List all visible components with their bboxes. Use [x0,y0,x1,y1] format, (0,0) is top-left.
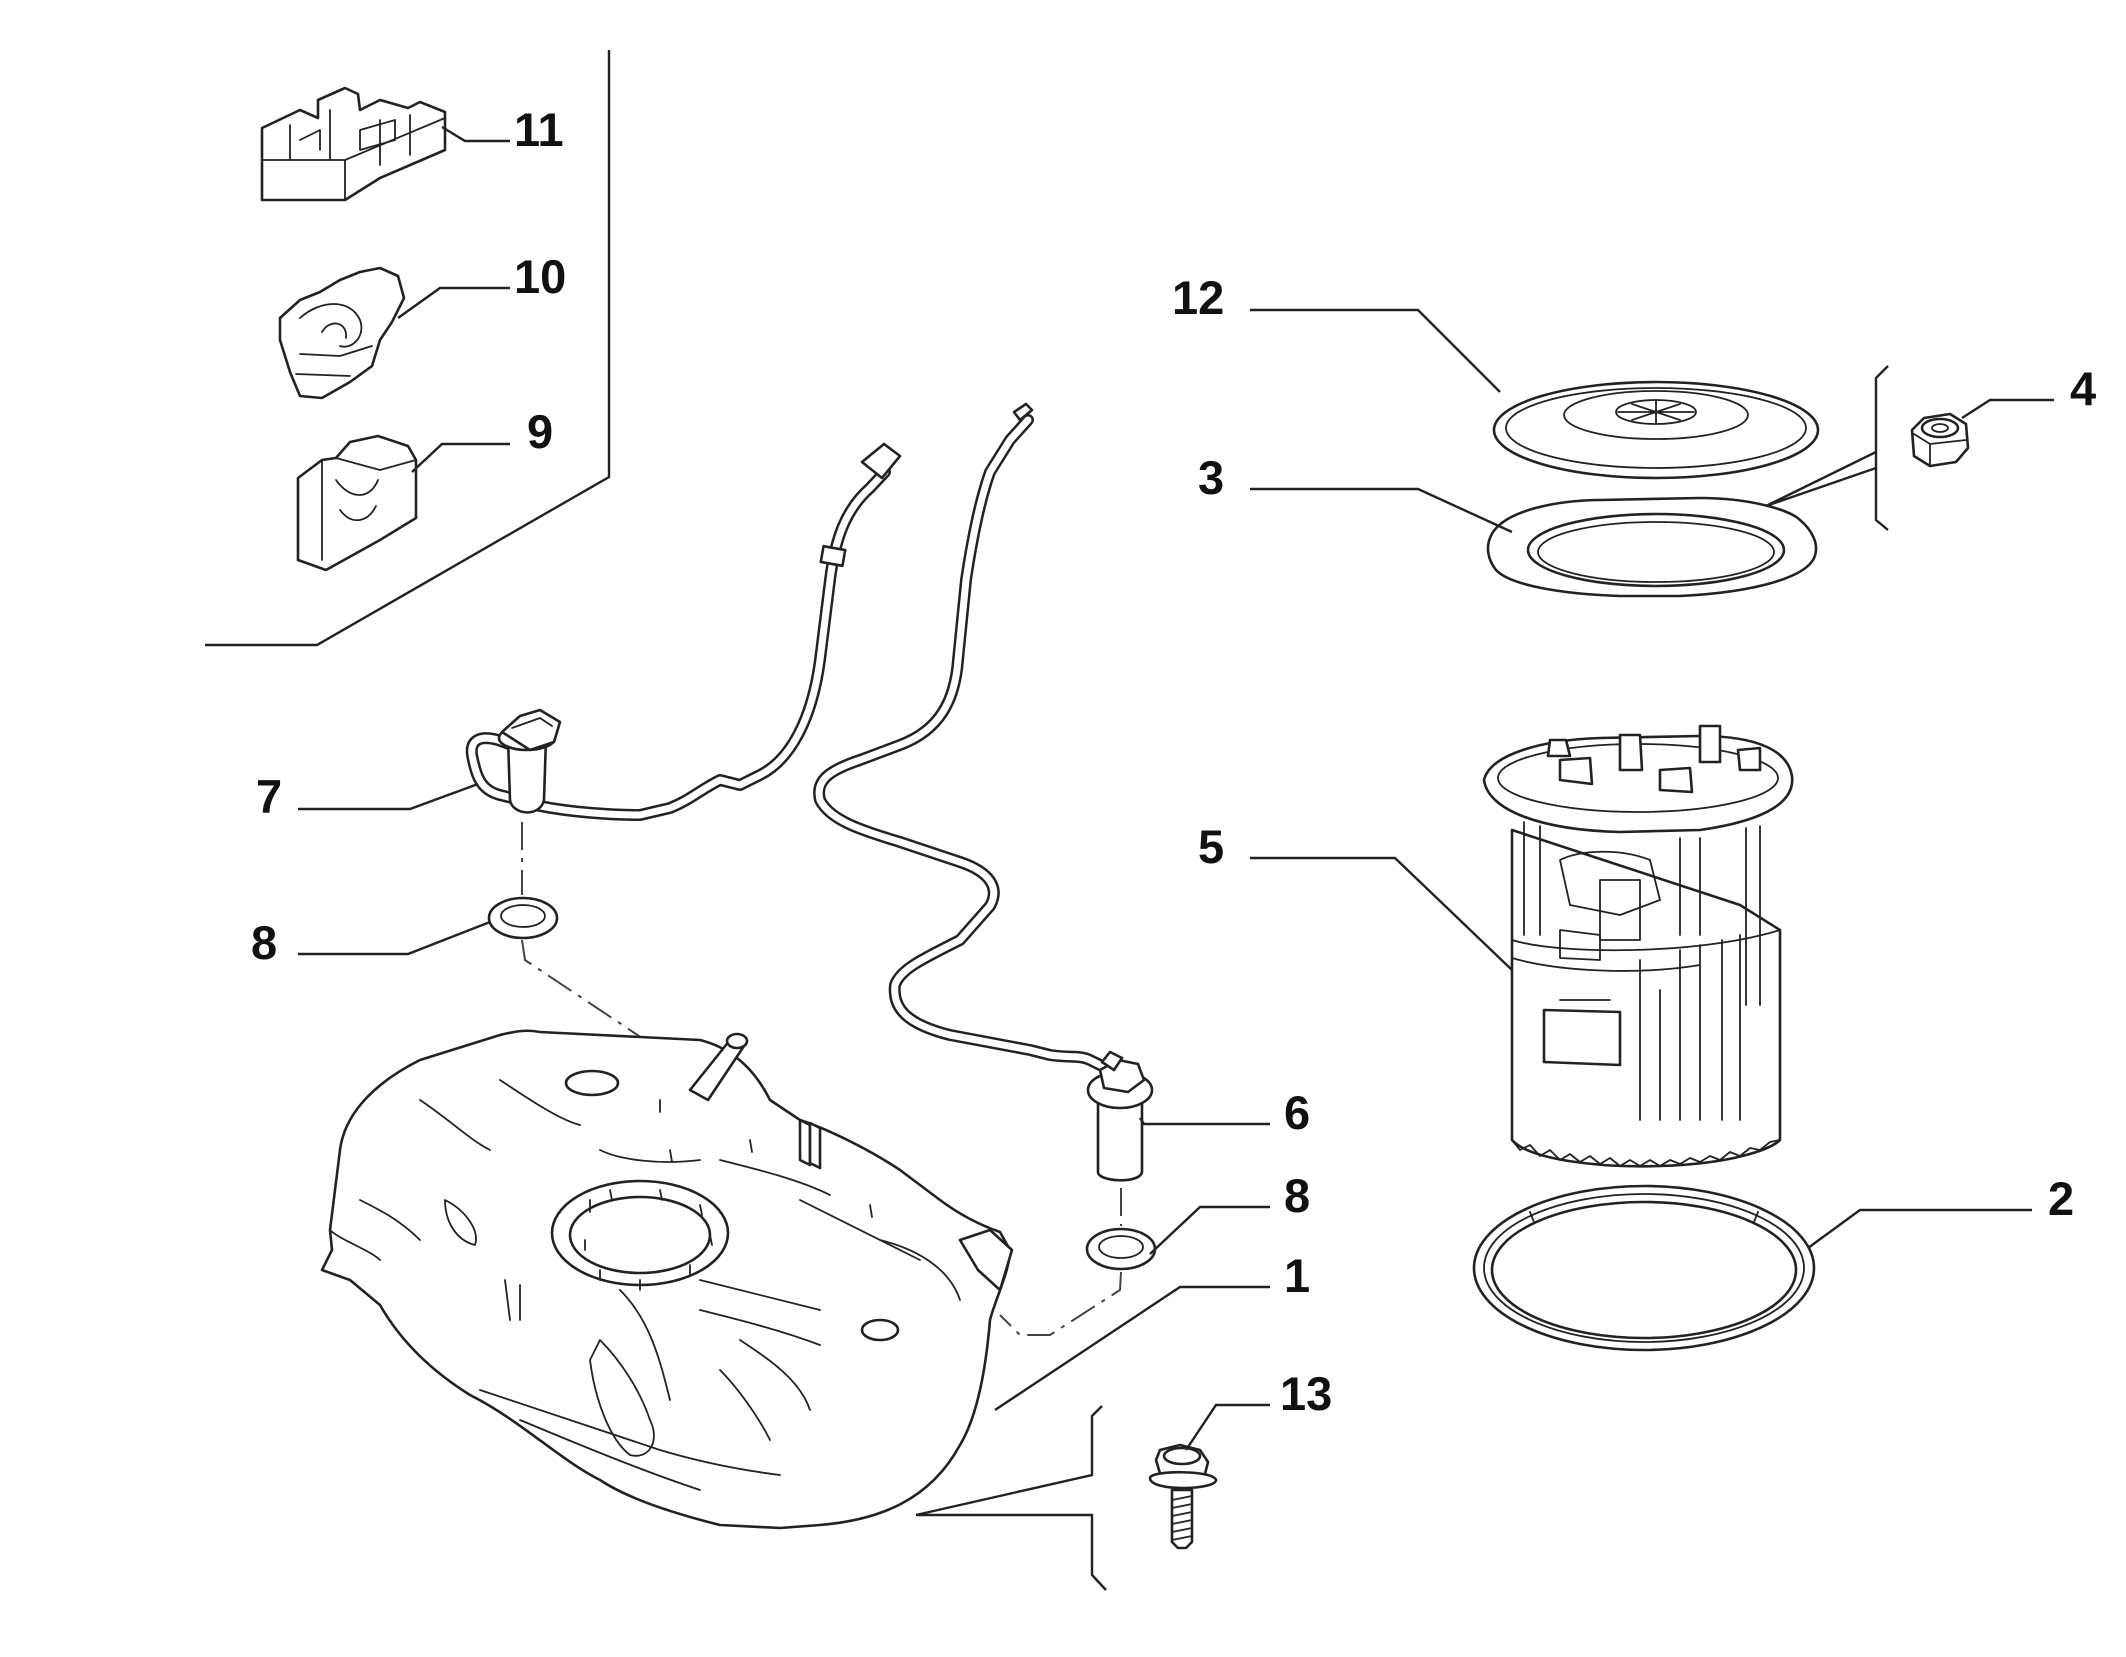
callout-10: 10 [514,250,566,303]
callout-1: 1 [1284,1249,1310,1302]
callout-5: 5 [1198,820,1224,873]
part-4-bracket [1765,365,1889,531]
part-4-nut [1910,412,1970,468]
part-7-fuel-line [465,442,902,821]
callout-3: 3 [1198,451,1224,504]
callout-7: 7 [256,770,282,823]
part-5-fuel-pump-module [1482,724,1794,1168]
part-12-flange-cover [1492,380,1820,480]
callout-labels: 11 10 9 7 8 6 8 1 13 12 3 5 2 4 [251,103,2096,1420]
clip-inset-frame [205,50,611,647]
part-1-fuel-tank [320,1029,1014,1530]
part-6-level-sender [1086,1050,1154,1182]
callout-12: 12 [1172,271,1224,324]
callout-9: 9 [527,405,553,458]
part-13-bracket [915,1405,1107,1591]
part-6-fuel-line [813,402,1108,1072]
callout-4: 4 [2070,362,2096,415]
part-10-hose-clip [278,266,406,400]
leader-lines [298,125,2054,1451]
part-9-clip-block [296,434,418,572]
callout-8-upper: 8 [251,916,277,969]
part-8-seal-lower [1085,1227,1157,1271]
part-11-clip-bracket [260,86,447,202]
part-3-gasket [1486,496,1818,598]
callout-8-lower: 8 [1284,1169,1310,1222]
part-2-ring-nut [1472,1184,1816,1352]
part-7-level-sender [497,708,562,814]
callout-11: 11 [514,103,564,156]
callout-13: 13 [1280,1367,1332,1420]
callout-2: 2 [2048,1172,2074,1225]
callout-6: 6 [1284,1086,1310,1139]
part-8-seal-upper [487,896,559,940]
part-13-bolt [1148,1443,1218,1550]
